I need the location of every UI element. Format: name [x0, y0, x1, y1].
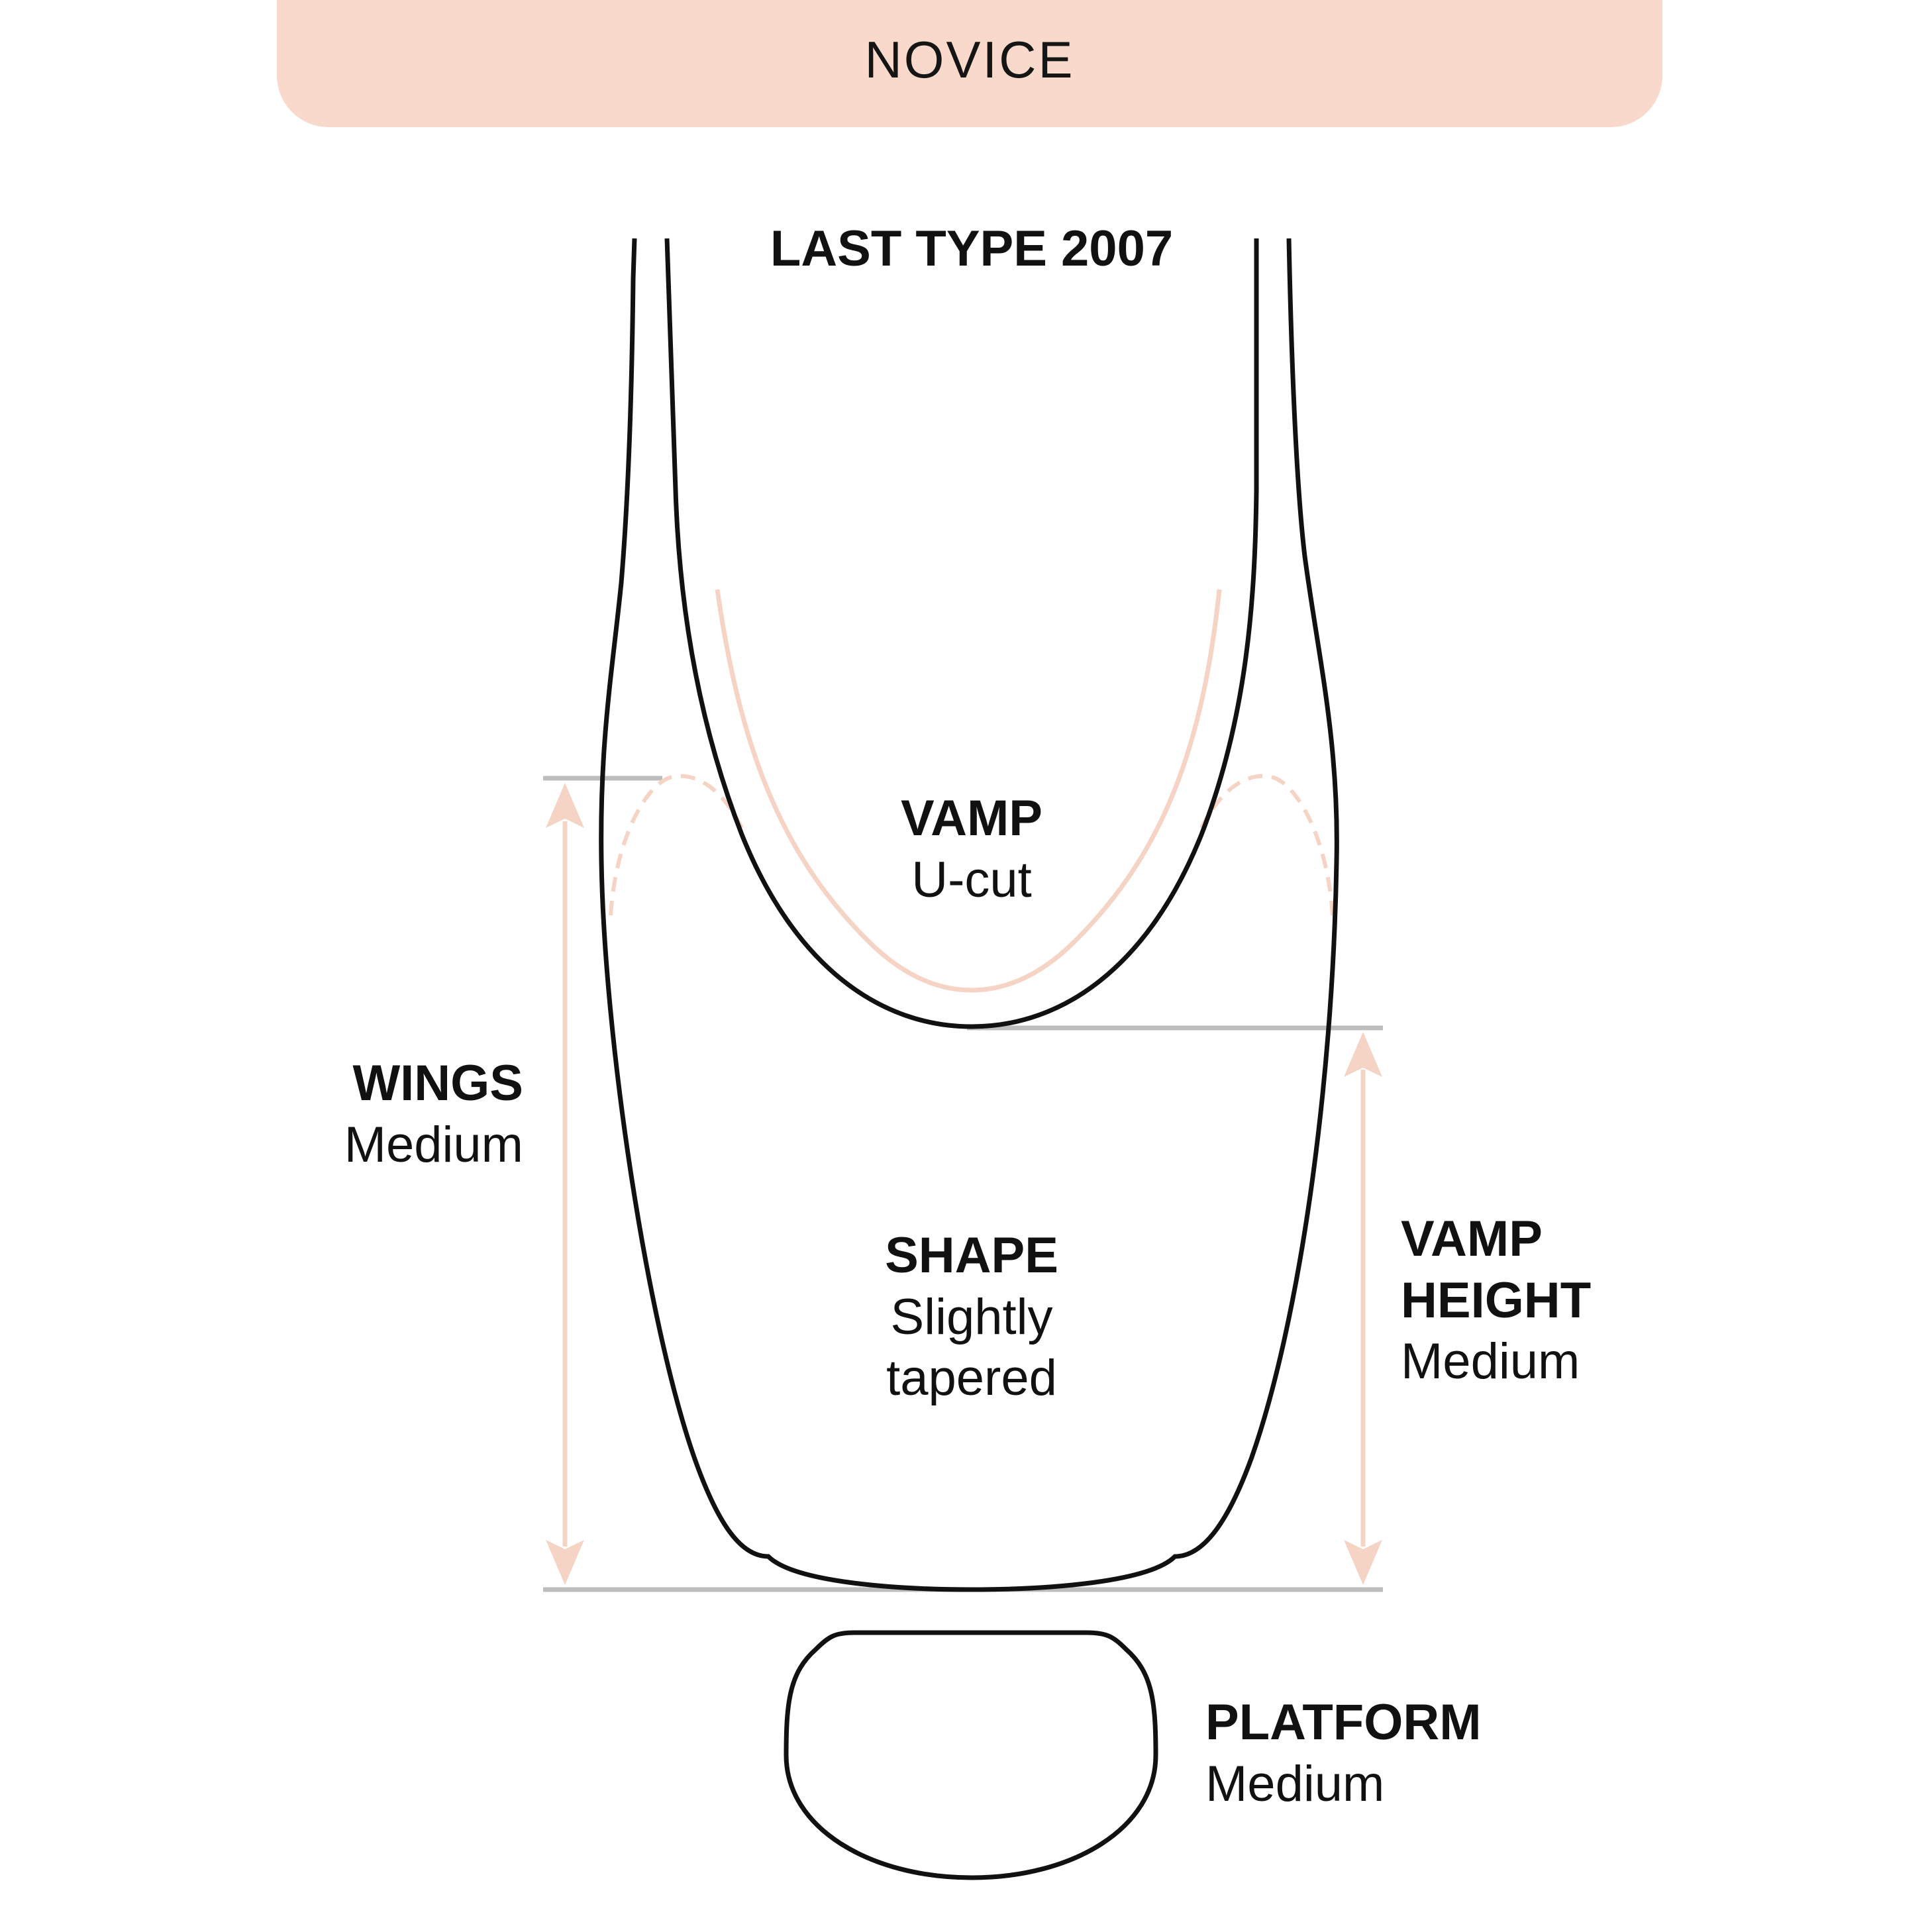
platform-label: PLATFORM — [1205, 1694, 1482, 1751]
vamp-attribute: VAMP U-cut — [806, 788, 1137, 911]
level-banner: NOVICE — [277, 0, 1662, 127]
platform-value: Medium — [1205, 1755, 1385, 1812]
platform-attribute: PLATFORM Medium — [1205, 1692, 1603, 1815]
last-type-title: LAST TYPE 2007 — [770, 221, 1174, 277]
wings-arrow-head-bottom — [546, 1540, 584, 1585]
vamp-height-label-line2: HEIGHT — [1401, 1272, 1592, 1329]
shape-attribute: SHAPE Slightly tapered — [806, 1225, 1137, 1409]
vamp-height-value: Medium — [1401, 1333, 1580, 1390]
vamp-lining-curve — [715, 589, 1222, 993]
shoe-outline — [599, 238, 1339, 1592]
vamp-opening-outline — [664, 238, 1259, 1029]
vamp-height-attribute: VAMP HEIGHT Medium — [1401, 1209, 1798, 1393]
level-label: NOVICE — [864, 30, 1075, 89]
vamp-value: U-cut — [911, 851, 1032, 908]
wings-value: Medium — [344, 1116, 523, 1173]
right-wing-dashed — [1199, 774, 1335, 916]
wings-label: WINGS — [352, 1055, 523, 1111]
shape-label: SHAPE — [885, 1227, 1058, 1284]
wings-attribute: WINGS Medium — [258, 1053, 523, 1176]
platform-outline — [784, 1630, 1158, 1880]
shape-value-line2: tapered — [886, 1350, 1057, 1407]
vamp-height-label-line1: VAMP — [1401, 1211, 1543, 1267]
vamp-height-arrow-head-bottom — [1344, 1540, 1382, 1585]
vamp-label: VAMP — [901, 790, 1042, 846]
vamp-height-arrow-head-top — [1344, 1032, 1382, 1077]
left-wing-dashed — [609, 774, 744, 916]
shape-value-line1: Slightly — [890, 1288, 1053, 1345]
wings-arrow-head-top — [546, 783, 584, 828]
